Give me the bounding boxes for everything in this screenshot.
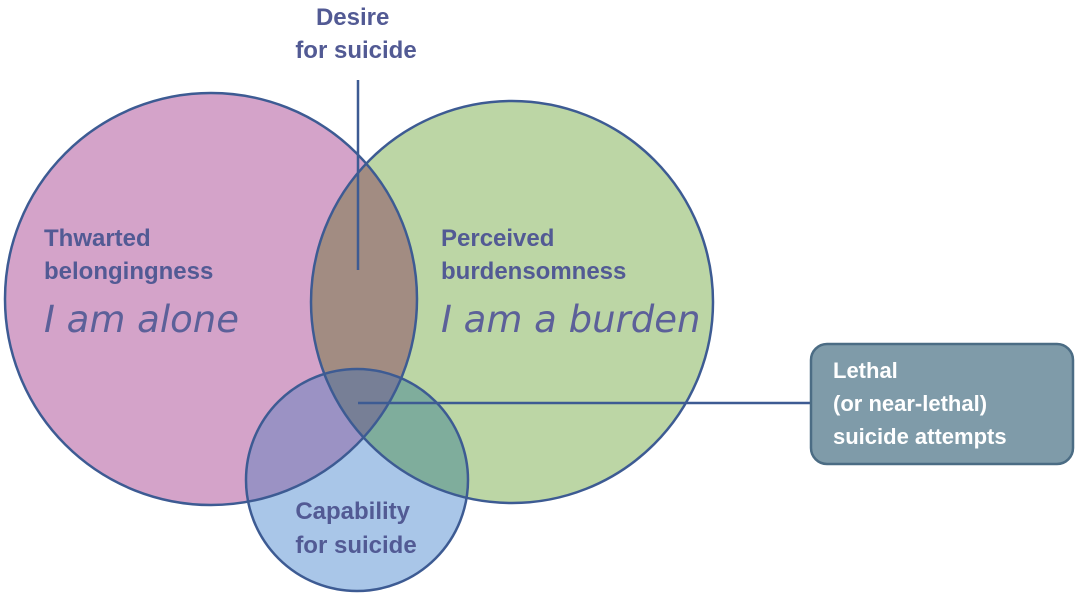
perceived-circle-outline xyxy=(309,99,715,505)
capability-circle-outline xyxy=(244,367,470,593)
thwarted-label: Thwarted belongingness xyxy=(44,225,213,285)
desire-label-line2: for suicide xyxy=(295,37,416,64)
thwarted-label-line2: belongingness xyxy=(44,258,213,285)
capability-label-line2: for suicide xyxy=(295,532,416,559)
capability-label-line1: Capability xyxy=(295,498,410,525)
perceived-label: Perceived burdensomness xyxy=(441,225,626,285)
desire-label: Desire for suicide xyxy=(295,4,416,64)
lethal-label-line1: Lethal xyxy=(833,358,898,383)
thwarted-quote: I am alone xyxy=(44,298,239,341)
lethal-label-line2: (or near-lethal) xyxy=(833,391,987,416)
capability-label: Capability for suicide xyxy=(295,498,416,559)
lethal-attempts-label: Lethal (or near-lethal) suicide attempts xyxy=(833,358,1007,449)
perceived-label-line2: burdensomness xyxy=(441,258,626,285)
lethal-attempts-box-border xyxy=(809,342,1075,466)
desire-label-line1: Desire xyxy=(316,4,389,31)
thwarted-circle-outline xyxy=(3,91,419,507)
lethal-attempts-box xyxy=(811,344,1073,464)
perceived-quote: I am a burden xyxy=(441,298,700,341)
perceived-label-line1: Perceived xyxy=(441,225,554,252)
lethal-label-line3: suicide attempts xyxy=(833,424,1007,449)
thwarted-label-line1: Thwarted xyxy=(44,225,151,252)
